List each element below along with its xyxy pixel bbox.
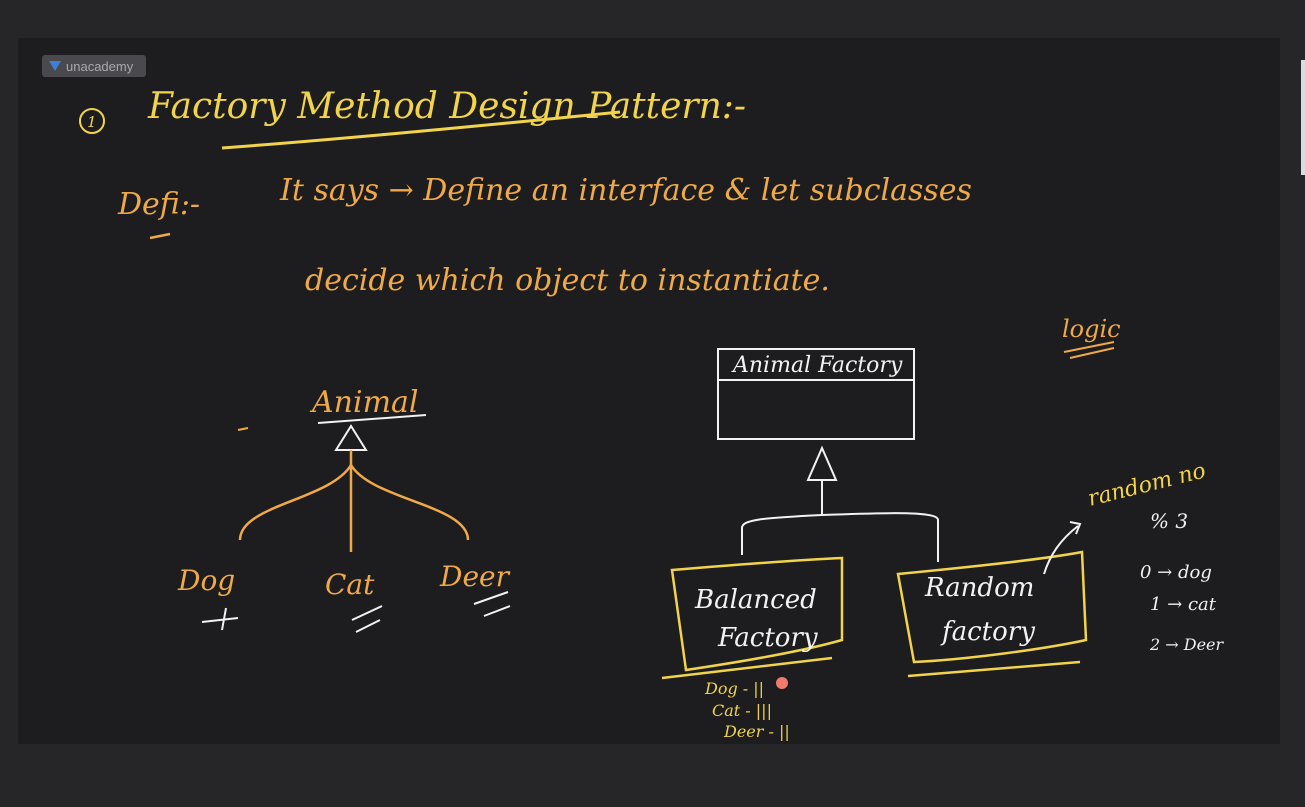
brand-name: unacademy (66, 58, 134, 74)
count-cat: Cat - ||| (712, 701, 772, 720)
random-note-arrowhead (1069, 521, 1082, 535)
animal-label: Animal (309, 385, 419, 420)
balanced-factory-box (670, 556, 844, 672)
deer-underline (473, 591, 511, 617)
mapping-0: 0 → dog (1140, 562, 1212, 583)
factory-branch (741, 512, 939, 562)
animal-factory-box (717, 348, 915, 440)
unacademy-logo: unacademy (42, 55, 146, 77)
unacademy-logo-icon (49, 61, 61, 71)
child-deer: Deer (439, 560, 511, 593)
balanced-factory-underline (661, 656, 833, 680)
animal-factory-label: Animal Factory (731, 353, 903, 378)
child-dog: Dog (177, 564, 235, 597)
balanced-factory-line1: Balanced (694, 585, 817, 615)
balanced-factory-line2: Factory (717, 623, 818, 653)
definition-line1: It says → Define an interface & let subc… (279, 173, 972, 208)
definition-line2: decide which object to instantiate. (305, 263, 830, 298)
pointer-dot (776, 677, 788, 689)
whiteboard (18, 38, 1280, 744)
page-title: Factory Method Design Pattern:- (147, 86, 746, 127)
random-factory-underline (907, 660, 1081, 678)
definition-underline (149, 232, 171, 240)
title-underline (221, 110, 621, 150)
factory-inheritance-arrow (806, 445, 838, 481)
logic-underline (1063, 341, 1115, 359)
random-note-arrow (1043, 525, 1079, 575)
modulo-label: % 3 (1150, 509, 1188, 533)
stray-mark (237, 427, 249, 431)
mapping-2: 2 → Deer (1149, 635, 1225, 654)
mapping-1: 1 → cat (1150, 594, 1217, 615)
count-dog: Dog - || (704, 679, 764, 698)
random-factory-line2: factory (940, 617, 1035, 647)
random-no-label: random no (1085, 458, 1208, 511)
note-number: 1 (87, 113, 97, 131)
cat-underline (351, 605, 383, 633)
inheritance-arrow (334, 424, 368, 451)
scrollbar-edge[interactable] (1301, 60, 1305, 175)
logic-label: logic (1062, 315, 1121, 343)
random-factory-box (896, 550, 1088, 664)
count-deer: Deer - || (723, 722, 790, 741)
number-circle (79, 108, 105, 134)
animal-underline (317, 414, 427, 424)
child-cat: Cat (325, 568, 375, 601)
definition-label: Defi:- (117, 187, 200, 222)
random-factory-line1: Random (924, 573, 1034, 603)
branch-brace (238, 462, 470, 541)
dog-underline (201, 607, 239, 631)
